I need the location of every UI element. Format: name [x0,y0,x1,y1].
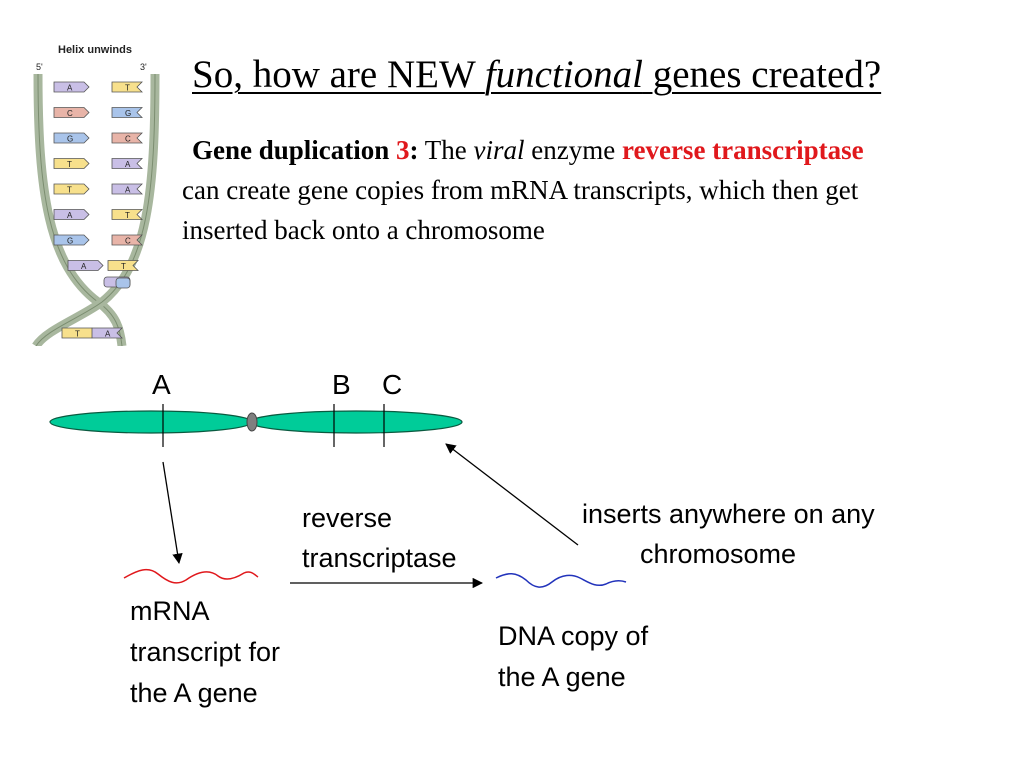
svg-text:C: C [67,109,73,118]
dna-copy-label-line2: the A gene [498,662,626,692]
paragraph-viral: viral [473,135,525,165]
helix-left-base: C [53,107,90,118]
svg-text:A: A [105,330,111,339]
gene-c-label: C [382,369,403,400]
helix-base-pairs: A T C G G C T A T A A T G C A T T A [53,81,143,339]
helix-right-base: C [111,132,143,144]
svg-text:A: A [67,84,73,93]
svg-text:T: T [125,84,130,93]
paragraph-number: 3 [396,135,410,165]
paragraph-text-3: can create gene copies from mRNA transcr… [182,175,859,245]
helix-left-base: T [53,183,90,195]
helix-left-strand-edge [37,73,123,346]
paragraph-text-2: enzyme [524,135,622,165]
mrna-label-line2: transcript for [130,637,281,667]
svg-text:T: T [121,262,126,271]
centromere [246,412,258,432]
svg-text:A: A [67,211,73,220]
svg-text:A: A [125,160,131,169]
svg-text:G: G [67,135,73,144]
helix-left-base: G [53,234,90,246]
helix-lower-base: A [91,327,123,339]
svg-text:A: A [81,262,87,271]
dna-copy-label-line1: DNA copy of [498,621,649,651]
helix-right-base: G [111,107,143,118]
helix-right-base: A [111,158,143,169]
svg-text:G: G [67,237,73,246]
dna-copy-strand [495,573,627,588]
inserts-label-line2: chromosome [640,539,797,569]
svg-text:T: T [67,186,72,195]
helix-right-base: C [111,234,143,246]
helix-title: Helix unwinds [58,44,132,56]
helix-left-base: G [53,132,90,144]
description-paragraph: Gene duplication 3: The viral enzyme rev… [182,130,902,250]
helix-right-base: T [107,260,139,271]
helix-left-base: A [53,81,90,93]
svg-text:C: C [125,237,131,246]
title-text-after: genes created? [642,53,882,96]
mrna-label-line1: mRNA [130,596,210,626]
helix-end-5-prime: 5' [36,62,43,72]
helix-left-base: A [53,209,90,220]
svg-text:C: C [125,135,131,144]
title-text-before: So, how are NEW [192,53,485,96]
dna-helix-illustration: Helix unwinds 5' 3' A T C G G C T A T A A T G C A T T A [32,44,160,346]
transcription-arrow [162,461,183,565]
chromosome-right-arm [249,410,463,434]
svg-text:T: T [67,160,72,169]
helix-right-base: T [111,81,143,93]
insertion-arrow [445,443,579,546]
reverse-transcriptase-label-line1: reverse [302,503,393,533]
svg-text:A: A [125,186,131,195]
paragraph-text-1: The [418,135,474,165]
slide-title: So, how are NEW functional genes created… [192,52,881,97]
gene-a-label: A [152,369,171,400]
helix-left-base: T [53,158,90,169]
mrna-strand [123,568,259,584]
chromosome-left-arm [49,410,253,434]
svg-text:G: G [125,109,131,118]
svg-text:T: T [75,330,80,339]
title-text-italic: functional [484,53,643,96]
paragraph-highlight: reverse transcriptase [621,135,864,165]
svg-text:T: T [125,211,130,220]
helix-right-base: A [111,183,143,195]
helix-right-base: T [111,209,143,220]
inserts-label-line1: inserts anywhere on any [582,499,875,529]
reverse-transcriptase-label-line2: transcriptase [302,543,457,573]
paragraph-heading: Gene duplication [192,135,397,165]
helix-left-base: A [67,260,104,271]
gene-b-label: B [332,369,351,400]
helix-end-3-prime: 3' [140,62,147,72]
mrna-label-line3: the A gene [130,678,258,708]
helix-crossing-base [115,277,131,289]
paragraph-colon: : [409,135,419,165]
